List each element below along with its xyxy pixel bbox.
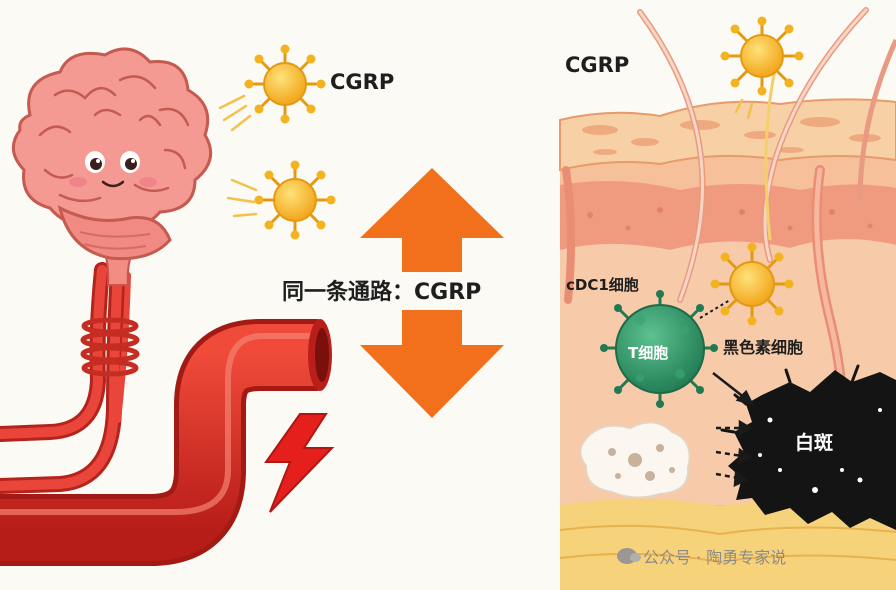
nerve-wrap xyxy=(80,317,140,377)
melanocyte-label: 黑色素细胞 xyxy=(723,338,804,357)
t-cell-label: T细胞 xyxy=(628,344,669,362)
cgrp-label-right: CGRP xyxy=(565,53,630,77)
cgrp-molecule-middle xyxy=(226,160,336,240)
t-cell xyxy=(600,290,718,408)
vessel-opening xyxy=(308,319,332,391)
up-arrow xyxy=(360,168,504,272)
watermark: 公众号 · 陶勇专家说 xyxy=(617,545,786,567)
blood-vessel xyxy=(0,319,318,566)
vitiligo-label: 白斑 xyxy=(795,432,834,454)
cdc1-cell-label: cDC1细胞 xyxy=(566,276,639,294)
cgrp-label-left: CGRP xyxy=(330,70,395,94)
wechat-icon xyxy=(617,548,641,564)
watermark-text: 公众号 · 陶勇专家说 xyxy=(643,548,787,567)
brain-icon xyxy=(12,47,213,286)
cgrp-molecule-top xyxy=(218,44,326,132)
t-cell-attack-arrows xyxy=(712,372,755,488)
nerve-fibers xyxy=(0,262,131,494)
pathway-caption: 同一条通路：CGRP xyxy=(282,280,482,305)
cgrp-molecule-skin xyxy=(720,16,804,120)
melanocyte-molecule xyxy=(710,242,794,326)
lightning-icon xyxy=(264,413,335,513)
down-arrow xyxy=(360,310,504,418)
white-cell xyxy=(579,421,691,499)
